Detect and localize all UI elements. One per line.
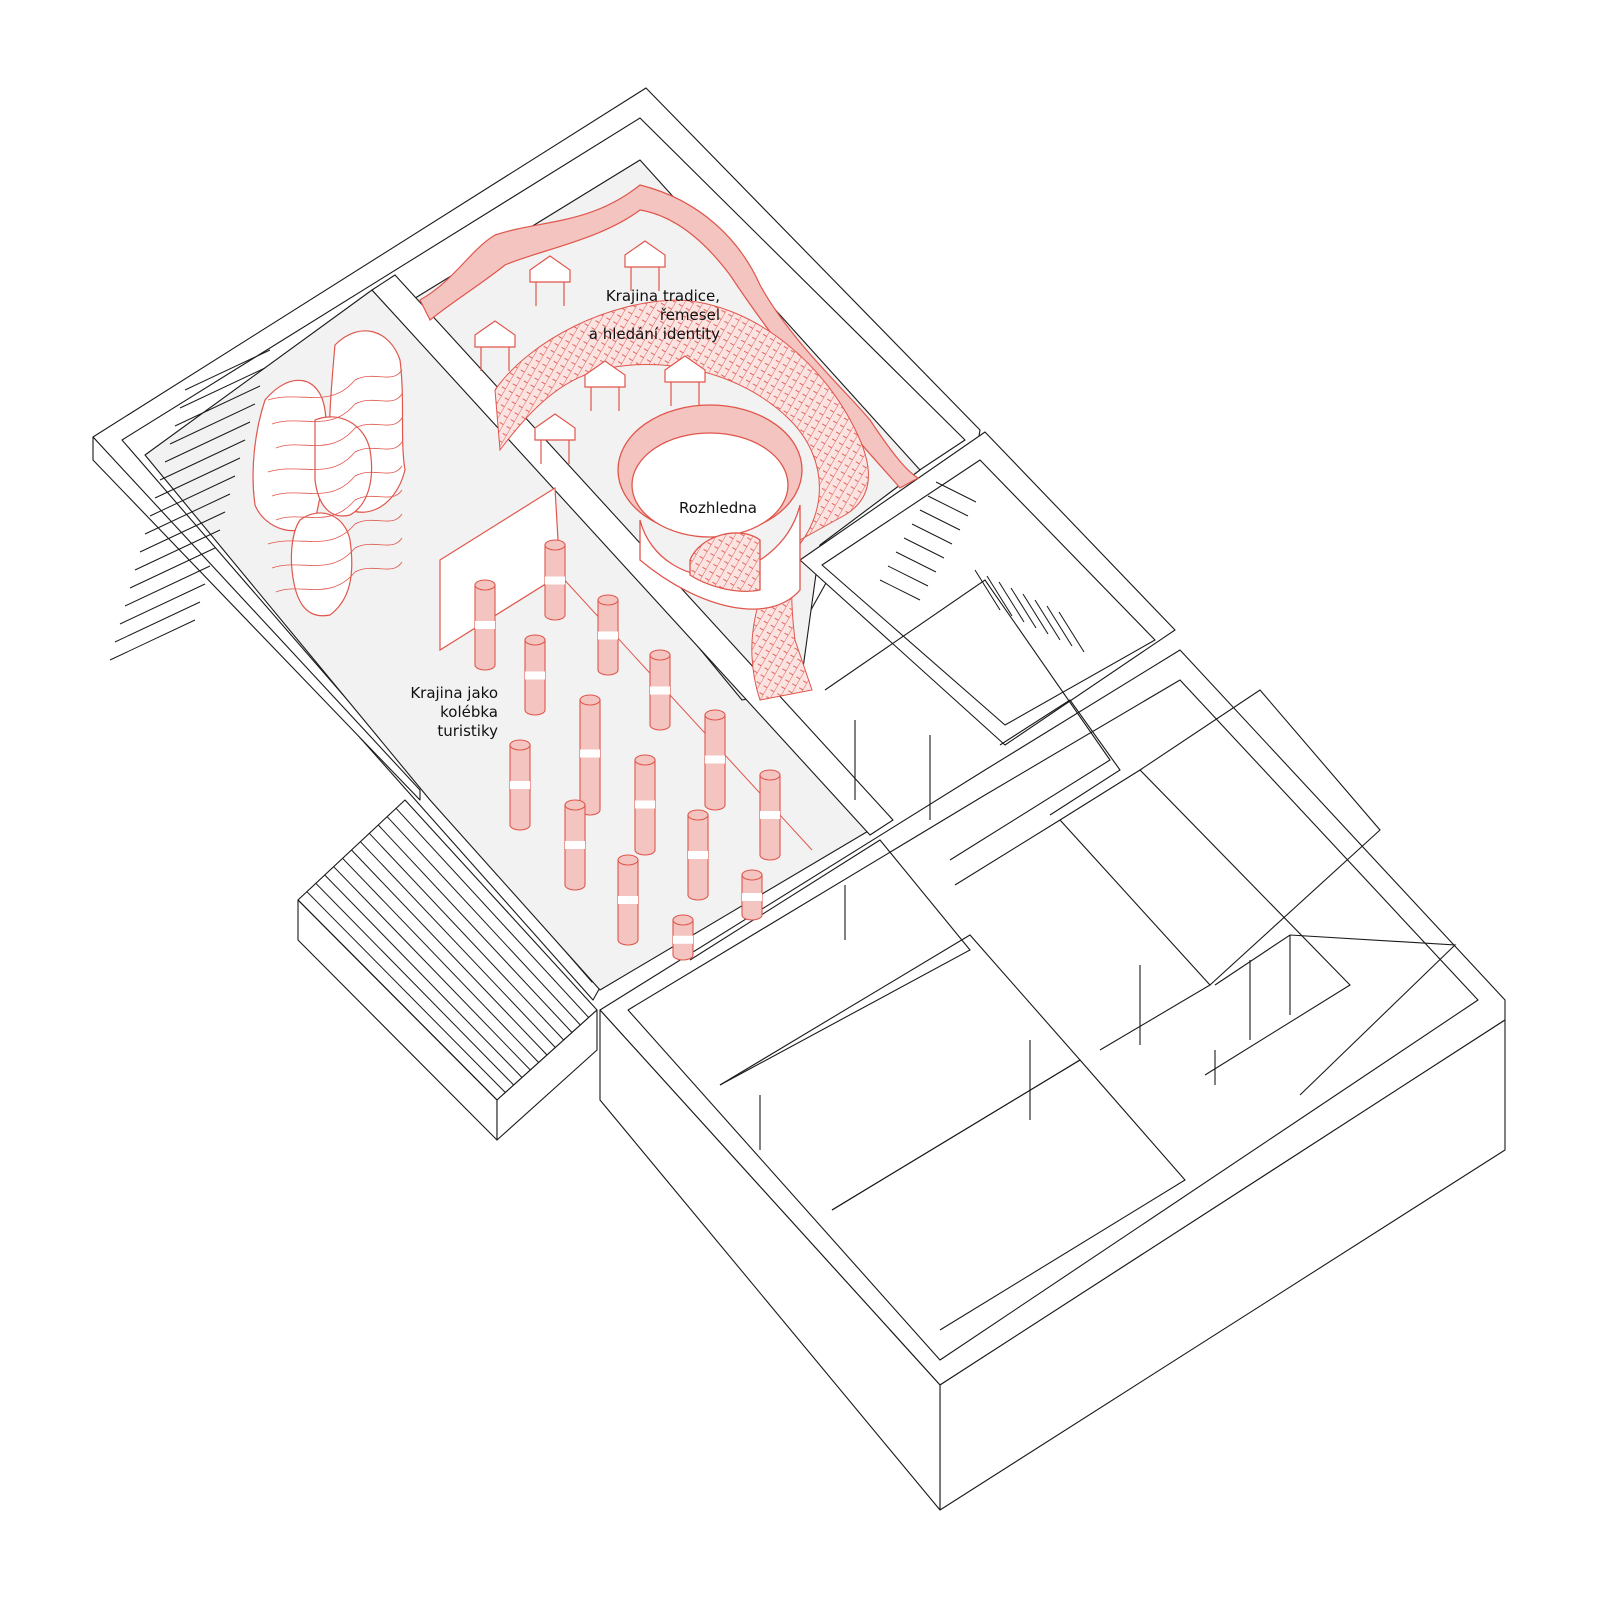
partition-e xyxy=(1059,769,1351,1076)
stair-tread xyxy=(164,421,251,463)
stair-tread xyxy=(179,367,266,409)
partition-i xyxy=(999,699,1121,816)
cylinder xyxy=(544,539,566,621)
lower-wing-left-face xyxy=(599,1009,941,1511)
cylinder xyxy=(564,799,586,891)
stair-tread xyxy=(119,583,206,625)
stair-tread xyxy=(149,475,236,517)
core-tread xyxy=(919,509,961,531)
cylinder xyxy=(687,809,709,901)
core-tread xyxy=(895,551,937,573)
core-tread xyxy=(1010,587,1037,629)
core-tread xyxy=(1034,599,1061,641)
stair-tread xyxy=(109,619,196,661)
exhibit-stand xyxy=(529,255,571,306)
step-tread xyxy=(315,882,515,1086)
step-tread xyxy=(360,841,556,1048)
partition-a xyxy=(689,839,971,1086)
exhibit-stand xyxy=(664,355,706,406)
entrance-steps-treads xyxy=(297,807,590,1101)
core-tread xyxy=(887,565,929,587)
step-tread xyxy=(297,899,498,1101)
core-tread xyxy=(911,523,953,545)
stair-tread xyxy=(184,349,271,391)
stair-tread xyxy=(169,403,256,445)
exhibit-stand xyxy=(624,240,666,291)
core-tread xyxy=(879,579,921,601)
step-tread xyxy=(333,866,531,1071)
label-lookout: Rozhledna xyxy=(679,499,757,517)
stair-tread xyxy=(129,547,216,589)
rock-contour xyxy=(271,465,403,497)
cylinder xyxy=(617,854,639,946)
stair-tread xyxy=(114,601,201,643)
step-tread xyxy=(324,874,523,1078)
cylinder xyxy=(509,739,531,831)
partition-h xyxy=(824,579,1111,861)
core-tread xyxy=(974,569,1001,611)
outer-wall-upper-wing-side xyxy=(92,436,421,801)
core-stair-treads xyxy=(879,481,1085,653)
partition-f xyxy=(1139,689,1381,986)
rock-contour xyxy=(275,489,403,521)
rock-contour xyxy=(271,393,403,425)
cylinder xyxy=(524,634,546,716)
partition-g xyxy=(1214,934,1457,1096)
core-tread xyxy=(935,481,977,503)
tourism-cylinders xyxy=(474,539,781,961)
tradition-landscape-band xyxy=(419,184,920,489)
core-tread xyxy=(1046,605,1073,647)
lookout-tower xyxy=(617,404,803,610)
step-tread xyxy=(342,857,540,1063)
rock-contour xyxy=(271,537,403,569)
lower-wing-inner-floor xyxy=(627,679,1479,1361)
stair-tread xyxy=(159,439,246,481)
rock-sculptures xyxy=(252,330,406,617)
step-tread xyxy=(306,891,506,1093)
exhibit-stand xyxy=(534,413,576,464)
core-tread xyxy=(1058,611,1085,653)
cylinder xyxy=(704,709,726,811)
stair-tread xyxy=(139,511,226,553)
step-tread xyxy=(351,849,548,1056)
cylinder xyxy=(474,579,496,671)
core-tread xyxy=(998,581,1025,623)
step-tread xyxy=(377,824,573,1033)
core-tread xyxy=(903,537,945,559)
core-tread xyxy=(986,575,1013,617)
rock-contour xyxy=(267,441,403,473)
label-tradition-zone: Krajina tradice, řemesel a hledání ident… xyxy=(588,287,720,343)
rock-contour-lines xyxy=(267,369,403,593)
stair-tread xyxy=(154,457,241,499)
cylinder xyxy=(649,649,671,731)
cylinder xyxy=(579,694,601,816)
partition-d xyxy=(954,819,1211,1051)
rock-contour xyxy=(275,417,403,449)
cylinder xyxy=(634,754,656,856)
cylinder xyxy=(597,594,619,676)
exhibit-stand xyxy=(584,360,626,411)
rock-contour xyxy=(267,369,403,401)
stair-tread xyxy=(174,385,261,427)
left-stair-treads xyxy=(109,349,271,661)
rock-contour xyxy=(267,513,403,545)
step-tread xyxy=(395,807,590,1018)
core-tread xyxy=(927,495,969,517)
exhibit-stands xyxy=(474,240,706,464)
step-tread xyxy=(386,816,581,1026)
stair-tread xyxy=(124,565,211,607)
exhibit-stand xyxy=(474,320,516,371)
step-tread xyxy=(368,832,565,1041)
core-tread xyxy=(1022,593,1049,635)
cylinder xyxy=(672,914,694,961)
cylinder xyxy=(759,769,781,861)
partition-c xyxy=(831,1059,1186,1331)
cylinder xyxy=(741,869,763,921)
stair-tread xyxy=(144,493,231,535)
stair-tread xyxy=(134,529,221,571)
label-tourism-zone: Krajina jako kolébka turistiky xyxy=(410,684,498,740)
rock-contour xyxy=(275,561,403,593)
